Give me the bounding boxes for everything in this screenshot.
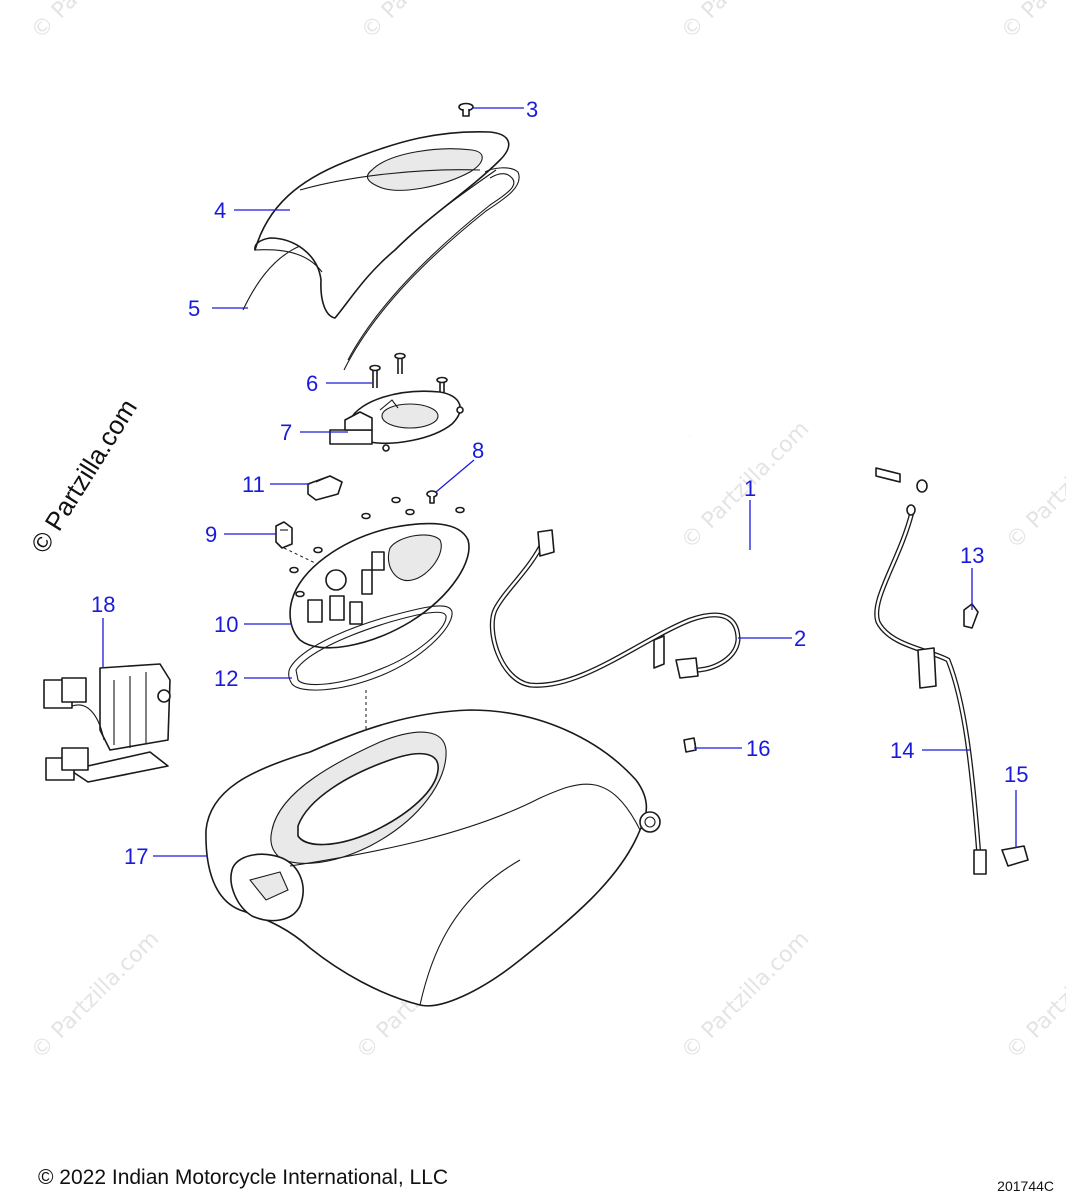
part-clamp-16 bbox=[683, 737, 697, 753]
callout-14: 14 bbox=[890, 738, 914, 763]
part-clip-9 bbox=[275, 521, 293, 549]
callout-8: 8 bbox=[472, 438, 484, 463]
callout-18: 18 bbox=[91, 592, 115, 617]
callout-13: 13 bbox=[960, 543, 984, 568]
part-screw-3 bbox=[458, 102, 474, 117]
callout-10: 10 bbox=[214, 612, 238, 637]
callout-11: 11 bbox=[242, 472, 265, 497]
watermark-faint: © Partzilla.com bbox=[27, 0, 165, 44]
part-fastener-8 bbox=[426, 490, 438, 504]
watermark-main: © Partzilla.com bbox=[25, 394, 143, 558]
watermark-faint: © Partzilla.com bbox=[357, 0, 495, 44]
callout-15: 15 bbox=[1004, 762, 1028, 787]
callout-labels: 1 2 3 4 5 6 7 8 9 10 11 12 13 14 15 16 1… bbox=[91, 97, 1028, 869]
callout-17: 17 bbox=[124, 844, 148, 869]
watermark-faint: © Partzilla.com bbox=[1002, 927, 1066, 1065]
callout-5: 5 bbox=[188, 296, 200, 321]
part-clip-13 bbox=[963, 603, 979, 629]
part-fuel-pump-18 bbox=[43, 663, 171, 783]
watermark-faint: © Partzilla.com bbox=[677, 927, 815, 1065]
leader-lines bbox=[102, 107, 1017, 857]
part-hose-2 bbox=[489, 529, 741, 688]
part-fuel-tank-17 bbox=[205, 709, 661, 1007]
part-clip-15 bbox=[1001, 845, 1029, 867]
callout-7: 7 bbox=[280, 420, 292, 445]
part-pump-plate-10 bbox=[289, 522, 470, 649]
part-bolts-10 bbox=[289, 496, 465, 598]
part-console-cover-4 bbox=[254, 130, 510, 319]
callout-12: 12 bbox=[214, 666, 238, 691]
copyright-notice: © 2022 Indian Motorcycle International, … bbox=[38, 1166, 449, 1189]
drawing-number: 201744C bbox=[997, 1178, 1054, 1194]
part-overflow-hose-14 bbox=[874, 504, 987, 875]
watermark-faint: © Partzilla.com bbox=[27, 927, 165, 1065]
watermark-faint: © Partzilla.com bbox=[677, 0, 815, 44]
callout-4: 4 bbox=[214, 198, 226, 223]
part-screws-6 bbox=[369, 352, 448, 396]
part-gasket-12 bbox=[288, 605, 453, 691]
part-trim-strip-5 bbox=[242, 167, 520, 371]
callout-3: 3 bbox=[526, 97, 538, 122]
watermark-faint: © Partzilla.com bbox=[997, 0, 1066, 44]
callout-9: 9 bbox=[205, 522, 217, 547]
part-clip-11 bbox=[307, 475, 343, 501]
part-vent-hose-1 bbox=[576, 434, 928, 610]
callout-2: 2 bbox=[794, 626, 806, 651]
callout-6: 6 bbox=[306, 371, 318, 396]
part-bracket-7 bbox=[329, 390, 464, 452]
callout-16: 16 bbox=[746, 736, 770, 761]
callout-1: 1 bbox=[744, 476, 756, 501]
watermark-faint: © Partzilla.com bbox=[1002, 417, 1066, 555]
